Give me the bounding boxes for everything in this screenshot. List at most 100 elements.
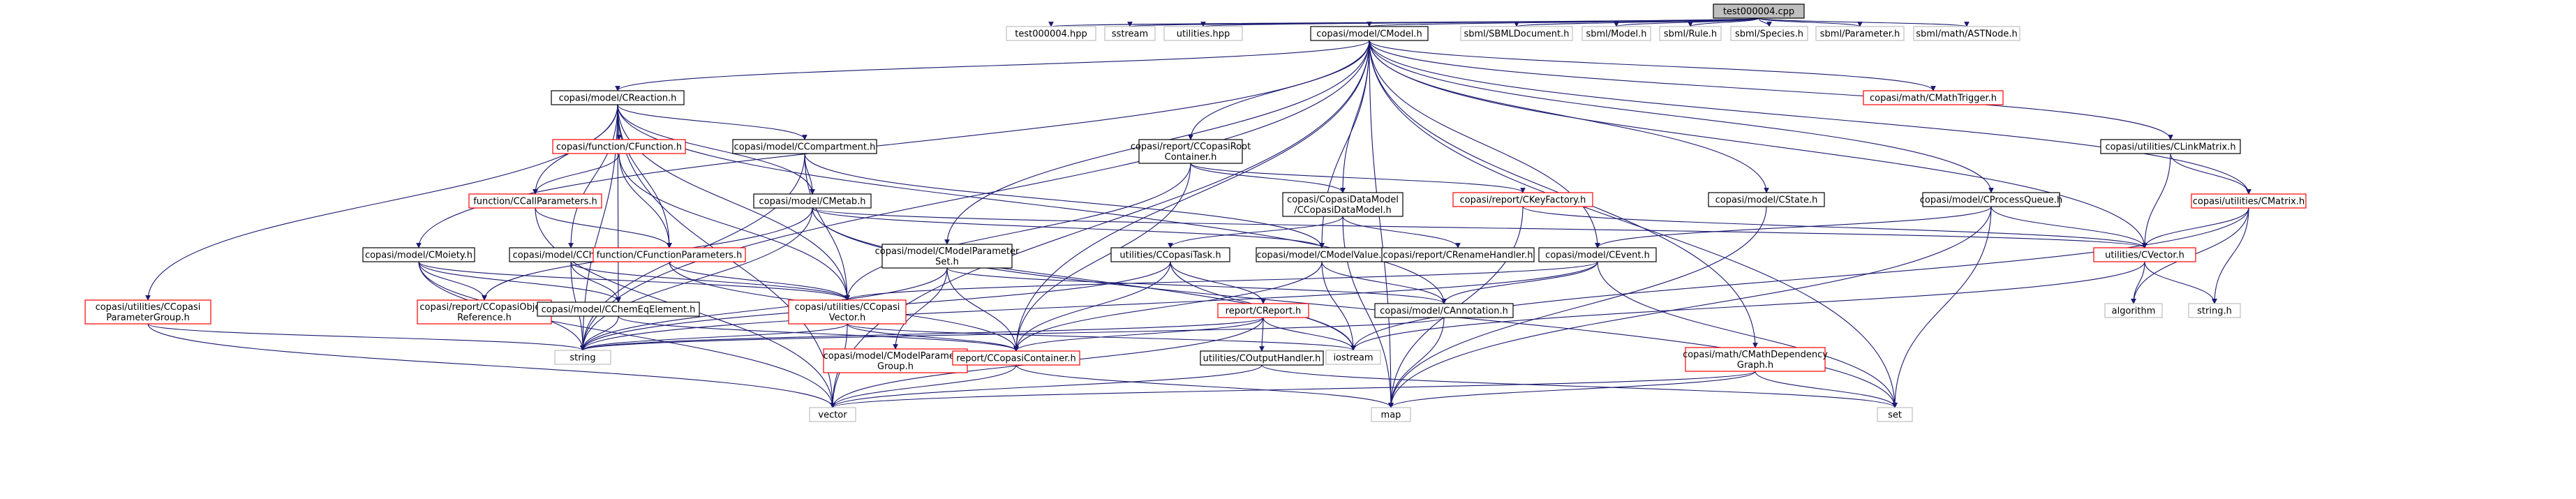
node-box-cparamgroup (84, 299, 211, 325)
edge-cmetab-to-iostream (812, 207, 1356, 351)
node-box-sbmlrule (1659, 26, 1722, 41)
node-ccallparams[interactable]: function/CCallParameters.h (468, 193, 602, 209)
node-cevent[interactable]: copasi/model/CEvent.h (1538, 247, 1657, 262)
node-cfunction[interactable]: copasi/function/CFunction.h (552, 139, 686, 154)
node-sstream: sstream (1104, 26, 1156, 41)
node-cmetab[interactable]: copasi/model/CMetab.h (753, 193, 872, 209)
node-cannotation[interactable]: copasi/model/CAnnotation.h (1374, 303, 1514, 318)
edge-root-to-sbmlrule (1688, 17, 1759, 27)
edge-ccopasicontainer-to-vector (830, 364, 1017, 408)
node-root: test000004.cpp (1713, 3, 1805, 19)
node-box-utilities (1163, 26, 1243, 41)
node-cfuncparams[interactable]: function/CFunctionParameters.h (593, 247, 746, 262)
node-label-map-0: map (1381, 410, 1401, 421)
node-cprocessqueue[interactable]: copasi/model/CProcessQueue.h (1920, 192, 2062, 207)
node-clinkmatrix[interactable]: copasi/utilities/CLinkMatrix.h (2100, 139, 2241, 154)
edge-cmodel-to-ccopasiroot (1188, 40, 1370, 140)
edge-cmodel-to-map (1369, 40, 1394, 408)
edge-cmetab-to-set (812, 207, 1898, 408)
node-box-sbmlast (1913, 26, 2020, 41)
node-label-cevent-0: copasi/model/CEvent.h (1545, 251, 1650, 261)
edge-cprocessqueue-to-cevent (1595, 206, 1992, 248)
edge-cmatrix-to-cvector (2142, 207, 2249, 248)
node-cmodelvalue[interactable]: copasi/model/CModelValue.h (1256, 247, 1388, 262)
node-label-cstate-0: copasi/model/CState.h (1715, 195, 1818, 206)
edge-cmetab-to-string (580, 207, 813, 351)
node-cmathtrigger[interactable]: copasi/math/CMathTrigger.h (1863, 90, 2004, 105)
edge-cfuncparams-to-ccopasivector (669, 261, 850, 301)
node-label-cannotation-0: copasi/model/CAnnotation.h (1380, 306, 1508, 317)
node-cvector[interactable]: utilities/CVector.h (2093, 247, 2196, 262)
node-box-sbmlmodel (1581, 26, 1651, 41)
edge-root-to-sbmlmodel (1614, 17, 1759, 27)
node-label-cchemeqelem-0: copasi/model/CChemEqElement.h (542, 305, 696, 315)
node-box-ccopasivector (788, 299, 907, 325)
node-cchemeqelem[interactable]: copasi/model/CChemEqElement.h (537, 301, 700, 317)
node-crenamehandler[interactable]: copasi/report/CRenameHandler.h (1381, 247, 1535, 262)
edge-ccallparams-to-cfuncparams (535, 207, 672, 248)
node-box-creaction (551, 90, 685, 105)
edge-cannotation-to-string (580, 317, 1445, 351)
node-box-root (1713, 3, 1805, 19)
node-ccompartment[interactable]: copasi/model/CCompartment.h (732, 139, 877, 154)
node-box-cmathdepgraph (1685, 347, 1826, 372)
edge-cfunction-to-cfuncparams (618, 153, 672, 248)
edge-cprocessqueue-to-set (1892, 206, 1992, 408)
node-label-cmodelparamset-0: copasi/model/CModelParameter (875, 246, 1020, 257)
edge-cchemeq-to-cchemeqelem (570, 261, 621, 303)
edge-cmatrix-to-iostream (1350, 207, 2249, 351)
edge-cstate-to-map (1388, 206, 1767, 408)
node-label-cmodelparamgroup-1: Group.h (877, 362, 914, 372)
edge-clinkmatrix-to-cmatrix (2170, 153, 2251, 195)
node-label-sbmlparam-0: sbml/Parameter.h (1820, 29, 1900, 40)
node-iostream: iostream (1325, 350, 1381, 365)
edge-cvector-to-stringh (2144, 261, 2217, 304)
node-coutputhandler[interactable]: utilities/COutputHandler.h (1200, 350, 1324, 366)
edge-ccopasicontainer-to-map (1015, 364, 1394, 408)
node-cstate[interactable]: copasi/model/CState.h (1708, 192, 1825, 207)
edge-ccopasiroot-to-ccopasivector (844, 163, 1191, 301)
edge-root-to-sbmlast (1758, 17, 1970, 27)
node-sbmlmodel: sbml/Model.h (1581, 26, 1651, 41)
node-label-cmodelparamgroup-0: copasi/model/CModelParameter (824, 351, 968, 362)
node-ccopasidatamodel[interactable]: copasi/CopasiDataModel/CCopasiDataModel.… (1282, 192, 1404, 217)
edge-cmodelparamset-to-cannotation (946, 267, 1447, 304)
edge-cmoiety-to-cobjref (418, 261, 487, 301)
node-box-crenamehandler (1381, 247, 1535, 262)
node-label-cobjref-1: Reference.h (457, 313, 512, 323)
node-sbmlast: sbml/math/ASTNode.h (1913, 26, 2020, 41)
node-box-ccallparams (468, 193, 602, 209)
node-ckeyfactory[interactable]: copasi/report/CKeyFactory.h (1452, 192, 1593, 207)
node-cmatrix[interactable]: copasi/utilities/CMatrix.h (2191, 193, 2307, 209)
node-label-root-0: test000004.cpp (1723, 7, 1794, 17)
edge-cmathdepgraph-to-set (1755, 371, 1898, 408)
node-cmoiety[interactable]: copasi/model/CMoiety.h (362, 247, 475, 262)
node-label-coutputhandler-0: utilities/COutputHandler.h (1203, 354, 1321, 364)
node-box-cmodel (1310, 26, 1429, 41)
node-creaction[interactable]: copasi/model/CReaction.h (551, 90, 685, 105)
edge-cevent-to-string (580, 261, 1598, 351)
node-ccopasitask[interactable]: utilities/CCopasiTask.h (1110, 247, 1230, 262)
node-sbmldoc: sbml/SBMLDocument.h (1460, 26, 1573, 41)
edge-cmodel-to-cmathtrigger (1369, 40, 1936, 91)
node-box-sbmldoc (1460, 26, 1573, 41)
edge-ccopasiroot-to-ccopasicontainer (1013, 163, 1191, 352)
node-ccopasicontainer[interactable]: report/CCopasiContainer.h (952, 350, 1080, 366)
node-vector: vector (809, 407, 856, 422)
node-creport[interactable]: report/CReport.h (1217, 303, 1309, 318)
node-box-cmodelparamgroup (823, 348, 968, 373)
edge-creport-to-iostream (1263, 317, 1356, 351)
node-label-hpp-0: test000004.hpp (1015, 29, 1087, 40)
node-cmodel[interactable]: copasi/model/CModel.h (1310, 26, 1429, 41)
edge-creaction-to-cchemeq (568, 104, 618, 248)
edge-creport-to-coutputhandler (1259, 317, 1265, 352)
node-box-cfunction (552, 139, 686, 154)
